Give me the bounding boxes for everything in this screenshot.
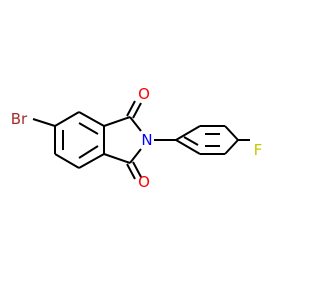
bond-c7-c7a-inner	[78, 145, 99, 159]
atom-label-oxygen-bottom: O	[138, 173, 150, 191]
bond-c5-br	[32, 118, 56, 127]
bond-c6-c7	[54, 153, 80, 169]
bond-c3p-c4p	[224, 125, 239, 141]
atom-labels: Br N O O F	[11, 85, 263, 191]
bond-c1p-c2p	[175, 125, 201, 141]
atom-label-bromine: Br	[11, 110, 28, 128]
bond-c1-o-a	[126, 100, 136, 117]
atom-label-oxygen-top: O	[138, 85, 150, 103]
bond-c3a-c1	[103, 116, 131, 127]
bond-c3-o-b	[132, 161, 142, 178]
bond-c7a-c3	[103, 153, 131, 164]
bond-c4p-c5p	[224, 139, 239, 155]
bond-c3-n	[129, 148, 142, 164]
atom-label-nitrogen: N	[141, 131, 152, 149]
bond-c1-o-b	[132, 102, 142, 119]
molecule-structure: Br N O O F	[11, 85, 263, 191]
bond-c3-o-a	[126, 163, 136, 180]
bond-c6p-c1p-inner	[183, 136, 199, 146]
bond-group	[32, 100, 250, 180]
bond-c4-c5	[54, 111, 80, 127]
bond-c7-c7a	[78, 153, 105, 169]
bond-c4-c4-inner	[78, 122, 99, 135]
bond-c1-n	[129, 116, 142, 132]
bond-c3a-c4	[78, 111, 105, 127]
bond-c6p-c1p	[175, 139, 201, 155]
atom-label-fluorine: F	[254, 141, 263, 159]
